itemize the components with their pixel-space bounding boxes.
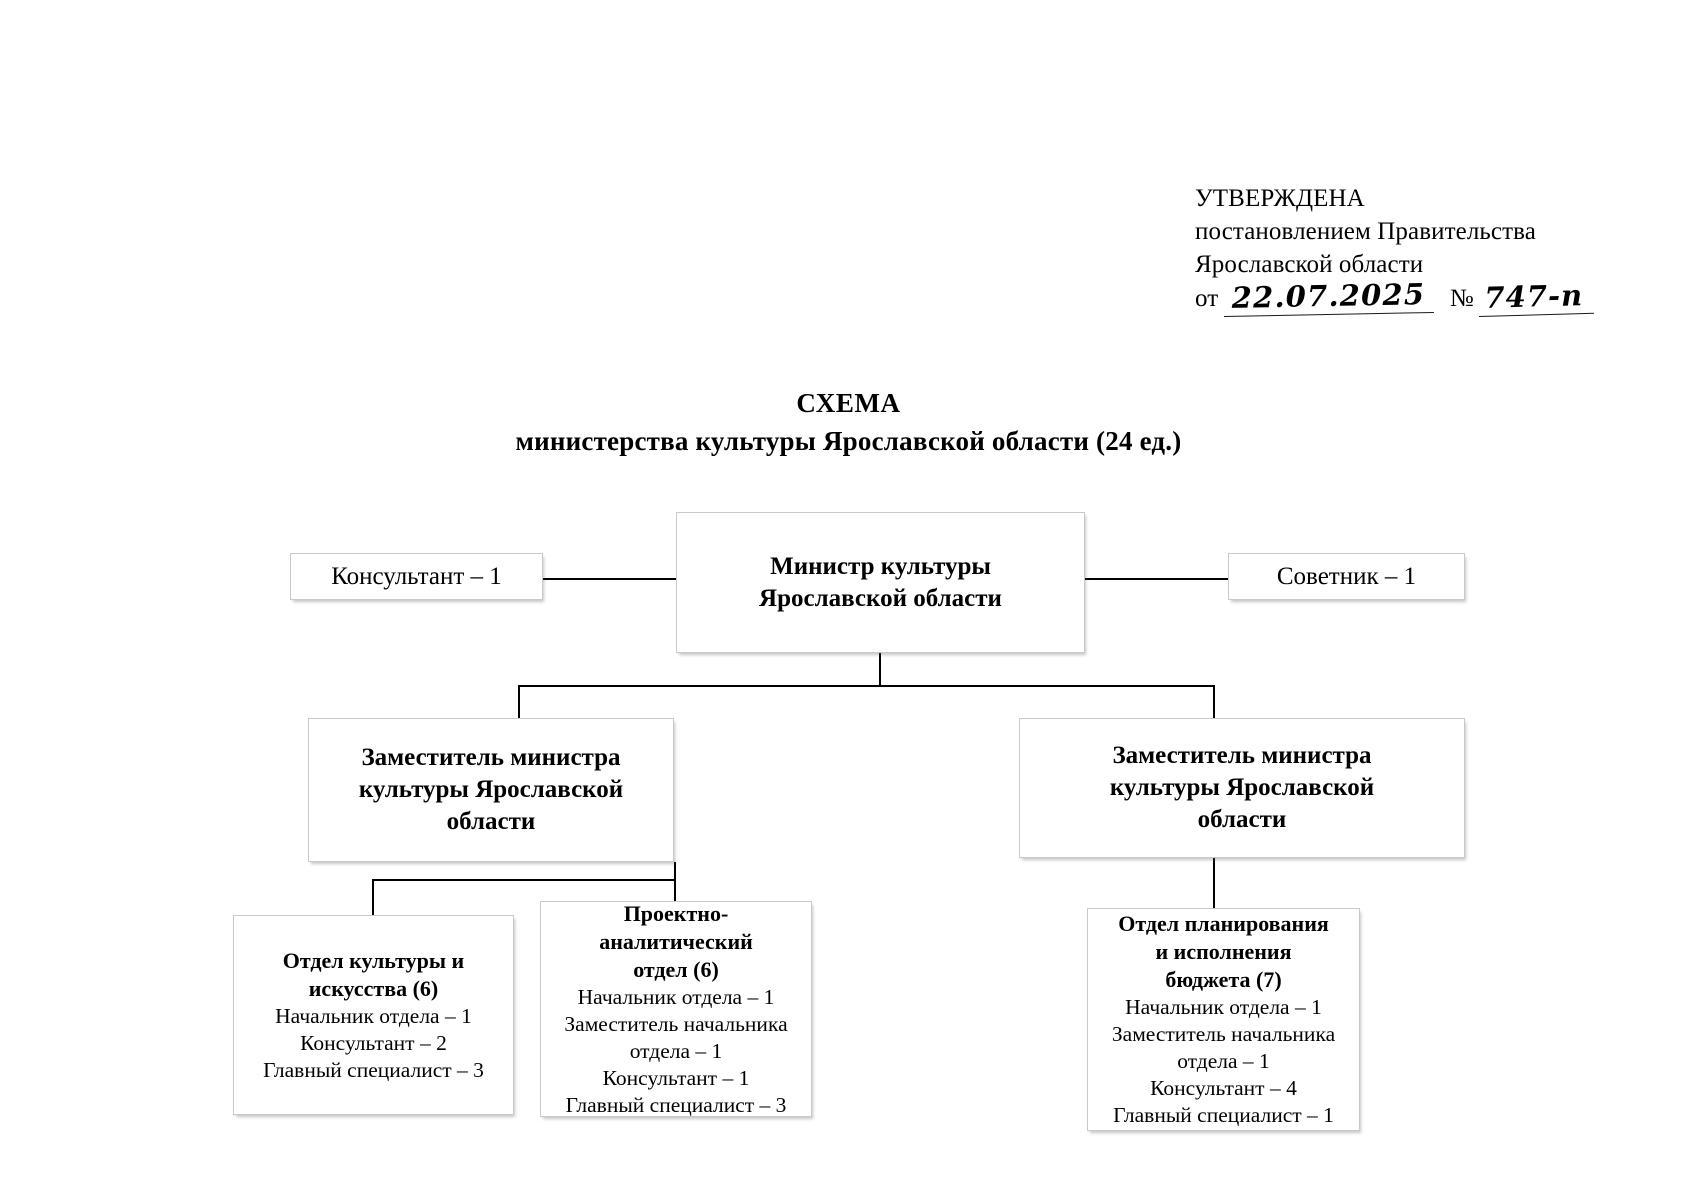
deputy-right-line-1: Заместитель министра (1112, 742, 1372, 769)
deputy-right-line-3: области (1197, 806, 1287, 833)
advisor-label: Советник – 1 (1276, 563, 1417, 590)
node-deputy-minister-right[interactable]: Заместитель министра культуры Ярославско… (1019, 718, 1465, 858)
dept-project-staff-3: Консультант – 1 (602, 1065, 750, 1090)
connector-deputy-left-drop (518, 685, 520, 718)
dept-budget-staff-1: Заместитель начальника (1111, 1022, 1336, 1046)
page-title: СХЕМА (796, 388, 901, 418)
deputy-left-line-1: Заместитель министра (361, 744, 621, 771)
approval-heading: УТВЕРЖДЕНА (1195, 185, 1365, 212)
node-department-project-analytical[interactable]: Проектно- аналитический отдел (6) Началь… (540, 901, 812, 1117)
dept-budget-staff-4: Главный специалист – 1 (1113, 1103, 1334, 1127)
connector-deputies-bus (518, 685, 1215, 687)
approval-block: УТВЕРЖДЕНА постановлением Правительства … (1195, 182, 1615, 317)
number-label: № (1449, 285, 1474, 312)
dept-project-title-line-1: Проектно- (623, 900, 729, 926)
node-consultant[interactable]: Консультант – 1 (290, 553, 543, 600)
node-department-culture-and-art[interactable]: Отдел культуры и искусства (6) Начальник… (233, 915, 514, 1115)
connector-dept-culture-drop (372, 879, 374, 915)
minister-title-line-2: Ярославской области (759, 584, 1002, 612)
approval-line-2: постановлением Правительства (1195, 218, 1536, 245)
dept-project-title-line-3: отдел (6) (633, 956, 719, 982)
dept-budget-title-line-2: и исполнения (1155, 939, 1292, 964)
deputy-left-line-2: культуры Ярославской (358, 776, 624, 803)
consultant-label: Консультант – 1 (331, 563, 502, 590)
page-subtitle: министерства культуры Ярославской област… (515, 426, 1182, 456)
node-advisor[interactable]: Советник – 1 (1228, 553, 1465, 600)
dept-budget-title-line-3: бюджета (7) (1165, 967, 1282, 992)
dept-culture-title-line-1: Отдел культуры и (282, 947, 465, 973)
number-value-handwritten: 747-п (1477, 278, 1594, 317)
minister-title-line-1: Министр культуры (770, 552, 991, 580)
dept-project-staff-2: отдела – 1 (629, 1038, 723, 1063)
connector-deputy-right-drop (1213, 685, 1215, 718)
deputy-left-line-3: области (446, 808, 536, 835)
approval-line-3: Ярославской области (1195, 251, 1424, 278)
dept-project-staff-0: Начальник отдела – 1 (577, 984, 775, 1009)
dept-project-staff-4: Главный специалист – 3 (565, 1092, 787, 1117)
node-deputy-minister-left[interactable]: Заместитель министра культуры Ярославско… (308, 718, 674, 862)
dept-budget-staff-3: Консультант – 4 (1150, 1076, 1297, 1100)
node-minister[interactable]: Министр культуры Ярославской области (676, 512, 1085, 653)
connector-deputy-left-stem (674, 862, 676, 881)
dept-culture-staff-2: Главный специалист – 3 (263, 1057, 484, 1082)
dept-culture-staff-0: Начальник отдела – 1 (275, 1003, 472, 1028)
date-value-handwritten: 22.07.2025 (1223, 277, 1434, 317)
connector-minister-advisor (1085, 578, 1228, 580)
dept-project-title-line-2: аналитический (599, 928, 753, 954)
connector-left-departments-bus (372, 879, 676, 881)
dept-budget-staff-0: Начальник отдела – 1 (1125, 995, 1322, 1019)
approval-date-row: от 22.07.2025 № 747-п (1195, 277, 1615, 317)
dept-budget-staff-2: отдела – 1 (1177, 1049, 1270, 1073)
connector-minister-stem (879, 653, 881, 685)
deputy-right-line-2: культуры Ярославской (1109, 774, 1375, 801)
dept-project-staff-1: Заместитель начальника (564, 1011, 788, 1036)
date-label: от (1195, 285, 1219, 312)
dept-culture-staff-1: Консультант – 2 (300, 1030, 447, 1055)
connector-consultant-minister (516, 578, 676, 580)
connector-dept-budget-drop (1213, 858, 1215, 908)
dept-budget-title-line-1: Отдел планирования (1118, 911, 1329, 936)
dept-culture-title-line-2: искусства (6) (308, 975, 439, 1001)
connector-dept-project-drop (674, 879, 676, 901)
node-department-budget-planning[interactable]: Отдел планирования и исполнения бюджета … (1087, 908, 1360, 1131)
